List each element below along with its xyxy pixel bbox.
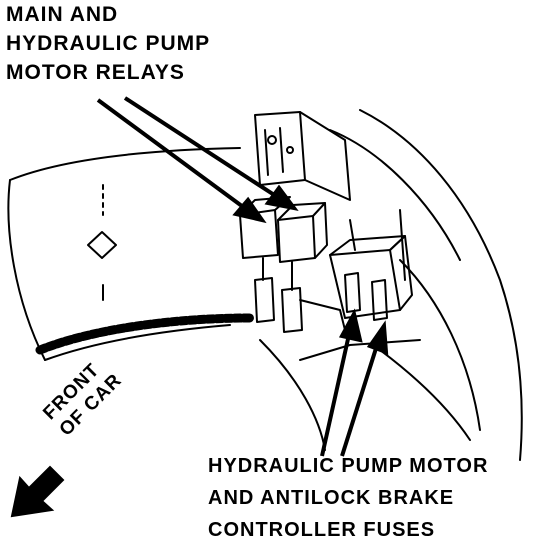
fuse-label-line2: AND ANTILOCK BRAKE (208, 487, 455, 509)
front-arrow-icon (10, 465, 65, 518)
panel-edge (7, 179, 46, 361)
panel-outline-lower (44, 324, 231, 361)
fuse (371, 279, 388, 321)
relay-label-line2: HYDRAULIC PUMP (6, 32, 211, 55)
bracket-post (264, 129, 269, 176)
fuse-label-line3: CONTROLLER FUSES (208, 519, 436, 541)
fender-curve (399, 259, 481, 431)
connector-wire (299, 299, 346, 331)
relay-connector (281, 287, 303, 333)
fuse-block-side (389, 235, 413, 311)
panel-outline (9, 147, 241, 181)
bracket-bolt (267, 135, 277, 145)
fuse-label: HYDRAULIC PUMP MOTOR AND ANTILOCK BRAKE … (208, 456, 488, 552)
fuse-pointers (320, 308, 389, 457)
fuse-block (329, 249, 401, 319)
body-curve (359, 109, 523, 461)
relay-label: MAIN AND HYDRAULIC PUMP MOTOR RELAYS (6, 4, 210, 91)
bracket-post (279, 127, 284, 173)
body-curve-inner (329, 129, 461, 261)
bracket-edge (299, 339, 421, 361)
fuse-label-line1: HYDRAULIC PUMP MOTOR (208, 455, 489, 477)
lower-curve (259, 339, 326, 451)
relay-bracket-side (299, 111, 351, 201)
relay-side (312, 202, 328, 259)
pump-relay (277, 215, 316, 263)
fuse (344, 272, 361, 313)
relay-label-line3: MOTOR RELAYS (6, 61, 185, 84)
relay-connector (254, 277, 275, 323)
main-relay (239, 209, 279, 259)
fuse-block-rail (349, 219, 356, 251)
diamond-mark (87, 231, 117, 259)
bracket-bolt (286, 146, 294, 154)
relay-label-line1: MAIN AND (6, 3, 119, 26)
fuse-block-rail (399, 209, 406, 281)
relay-bracket (254, 111, 306, 186)
wire-harness (35, 313, 255, 355)
bottom-curve (379, 349, 471, 441)
relay-pointers (96, 96, 299, 224)
